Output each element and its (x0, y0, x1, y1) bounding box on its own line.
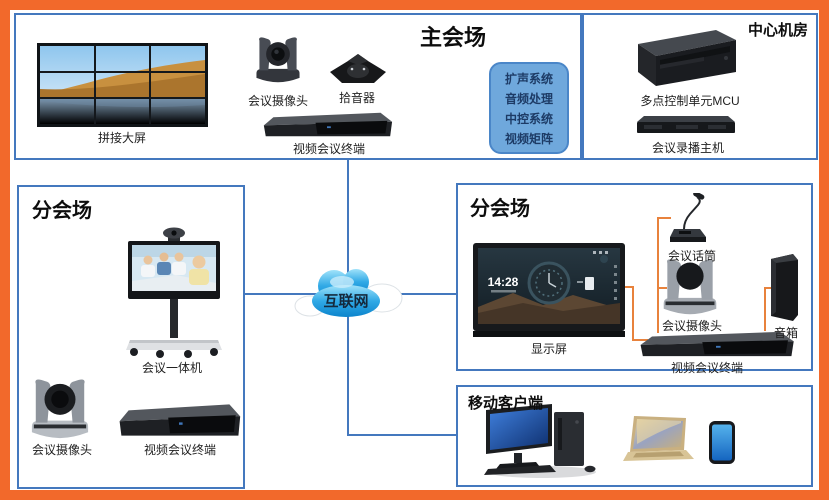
link-to-mic (657, 217, 671, 219)
system-item-matrix: 视频矩阵 (504, 131, 553, 146)
aio-terminal-image (126, 226, 222, 358)
mcu-label: 多点控制单元MCU (640, 94, 740, 108)
splicing-screen-label: 拼接大屏 (97, 131, 147, 145)
ptz-camera-icon (252, 32, 304, 88)
branch-right-title: 分会场 (470, 198, 530, 220)
ptz-camera-icon (658, 258, 722, 316)
camera-label: 会议摄像头 (661, 319, 723, 333)
speakerphone-icon (328, 52, 388, 86)
cloud-label: 互联网 (323, 293, 368, 310)
internet-cloud-icon: 互联网 (292, 262, 404, 324)
system-item-control: 中控系统 (504, 111, 553, 126)
speaker-image (766, 254, 802, 322)
link-terminal-trunk (657, 217, 659, 333)
touch-display-image: 14:28 (473, 243, 625, 337)
camera-label: 会议摄像头 (247, 94, 309, 108)
system-item-pa: 扩声系统 (504, 71, 553, 86)
video-terminal-image (260, 111, 394, 138)
ptz-camera-icon (26, 378, 94, 440)
display-label: 显示屏 (530, 342, 568, 356)
desktop-pc-icon (482, 402, 606, 480)
display-clock-time: 14:28 (488, 275, 519, 289)
systems-list: 扩声系统 音频处理 中控系统 视频矩阵 (489, 62, 569, 154)
link-speaker-v (764, 287, 766, 331)
terminal-label: 视频会议终端 (143, 443, 217, 457)
link-cloud-to-mobile (347, 434, 458, 436)
terminal-label: 视频会议终端 (670, 361, 744, 375)
recorder-host-image (636, 110, 736, 136)
recorder-label: 会议录播主机 (651, 141, 725, 155)
smartphone-icon (708, 420, 736, 465)
link-to-speaker (764, 287, 772, 289)
pickup-label: 拾音器 (338, 91, 376, 105)
speaker-label: 音箱 (773, 326, 799, 340)
mobile-clients-title: 移动客户端 (468, 395, 544, 412)
gooseneck-mic-icon (666, 193, 710, 245)
mic-label: 会议话筒 (667, 249, 717, 263)
video-terminal-image (636, 330, 796, 358)
terminal-label: 视频会议终端 (292, 142, 366, 156)
laptop-icon (622, 414, 696, 466)
branch-left-box (17, 185, 245, 489)
link-display-h (620, 286, 634, 288)
main-venue-title: 主会场 (420, 25, 487, 50)
center-room-title: 中心机房 (748, 22, 809, 39)
aio-label: 会议一体机 (141, 361, 203, 375)
system-item-audio: 音频处理 (504, 91, 553, 106)
splicing-screen-image (37, 43, 208, 127)
link-display-v (632, 286, 634, 341)
link-to-camera (657, 287, 667, 289)
branch-left-title: 分会场 (32, 200, 92, 222)
link-display-to-terminal (632, 339, 648, 341)
mcu-server-image (630, 28, 744, 88)
camera-label: 会议摄像头 (31, 443, 93, 457)
video-terminal-image (116, 402, 242, 438)
